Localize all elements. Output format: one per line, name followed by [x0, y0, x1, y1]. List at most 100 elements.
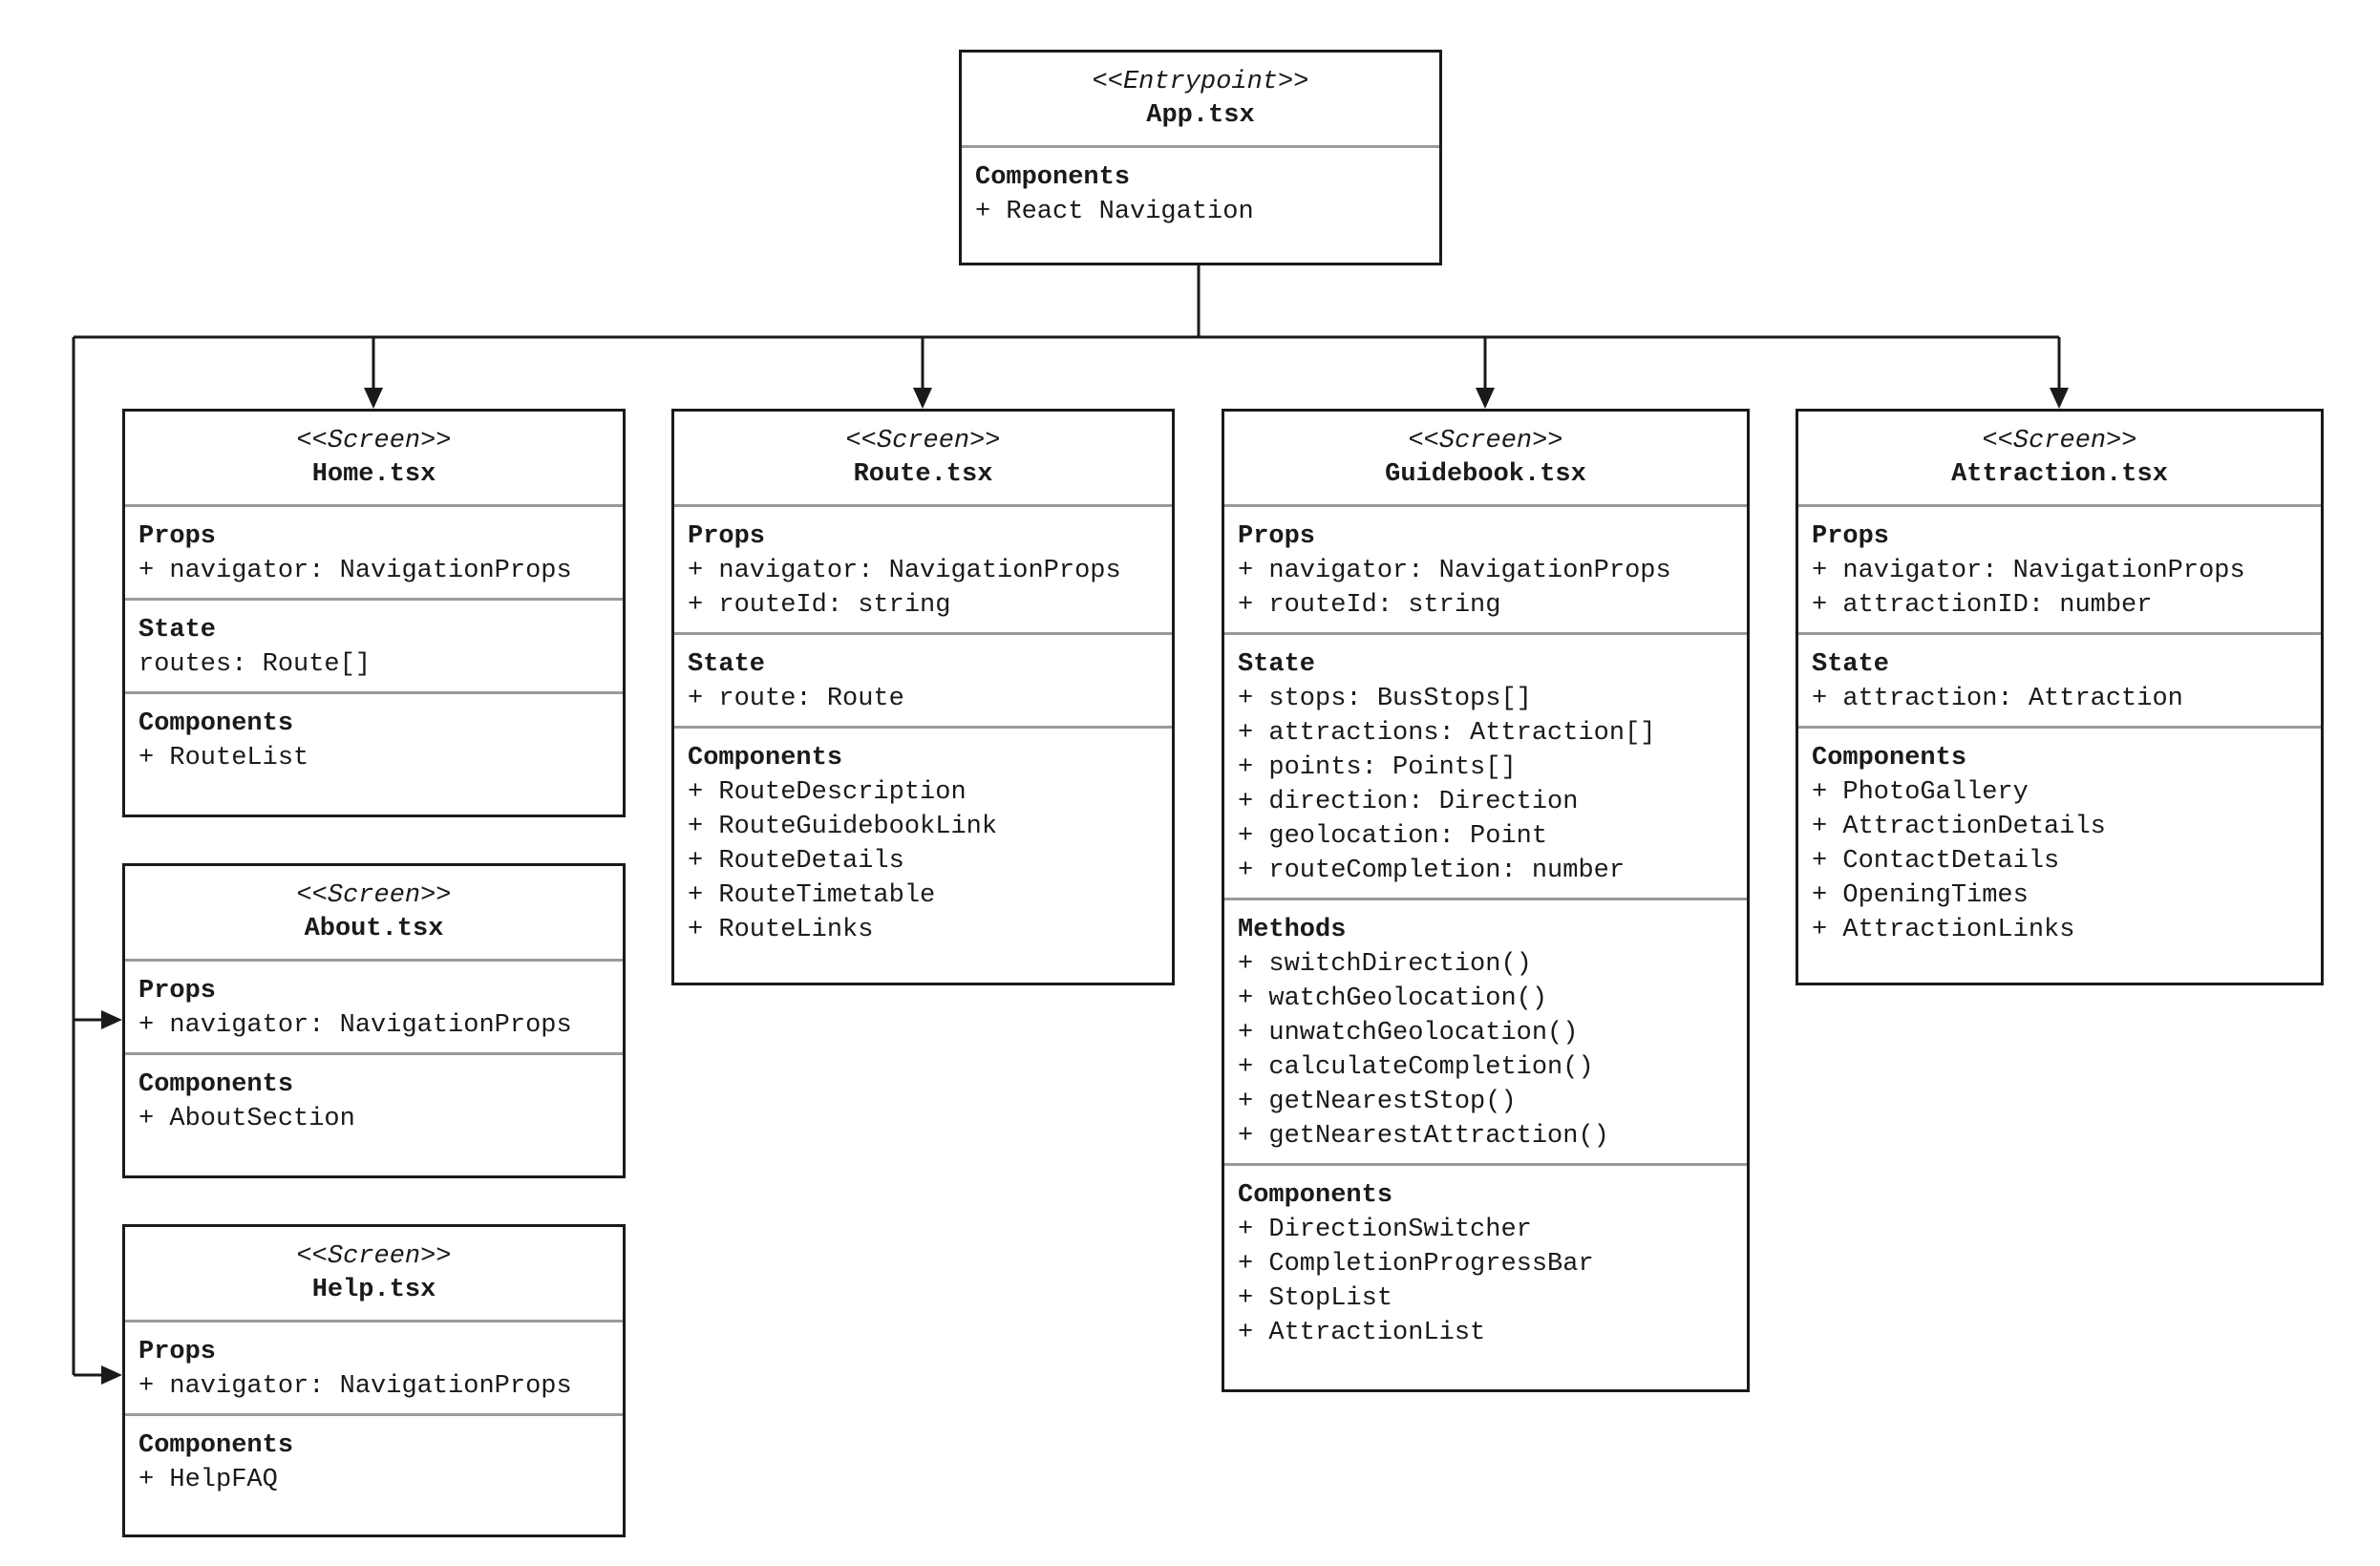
components-section: Components + HelpFAQ — [125, 1416, 623, 1507]
route-class-box: <<Screen>> Route.tsx Props+ navigator: N… — [671, 409, 1175, 985]
member-item: + OpeningTimes — [1812, 881, 2029, 910]
member-item: + direction: Direction — [1238, 788, 1579, 816]
section-title: Props — [1238, 522, 1316, 551]
member-item: + getNearestAttraction() — [1238, 1122, 1609, 1151]
arrowhead-attraction — [2050, 388, 2069, 409]
state-section: State+ attraction: Attraction — [1798, 635, 2321, 729]
member-item: + route: Route — [688, 685, 904, 713]
section-title: Components — [1238, 1181, 1393, 1210]
member-item: + StopList — [1238, 1284, 1393, 1313]
class-name: About.tsx — [304, 914, 444, 943]
class-header: <<Screen>> Attraction.tsx — [1798, 412, 2321, 507]
section-title: Props — [138, 522, 217, 551]
class-name: Help.tsx — [311, 1275, 436, 1304]
props-section: Props + navigator: NavigationProps + attra… — [1798, 507, 2321, 635]
member-item: + RouteDetails — [688, 847, 904, 876]
member-item: + navigator: NavigationProps — [138, 1011, 572, 1040]
stereotype-label: <<Screen>> — [1982, 426, 2137, 455]
props-section: Props + navigator: NavigationProps — [125, 507, 623, 601]
member-item: + React Navigation — [975, 198, 1254, 226]
state-section: State+ stops: BusStops[]+ attractions: A… — [1224, 635, 1747, 900]
member-item: routes: Route[] — [138, 650, 372, 679]
member-item: + CompletionProgressBar — [1238, 1250, 1594, 1279]
stereotype-label: <<Entrypoint>> — [1092, 67, 1309, 96]
components-section: Components + RouteList — [125, 694, 623, 785]
class-header: <<Entrypoint>> App.tsx — [962, 53, 1439, 148]
arrowhead-home — [364, 388, 383, 409]
guidebook-class-box: <<Screen>> Guidebook.tsx Props+ navigato… — [1222, 409, 1750, 1392]
methods-section: Methods + switchDirection() + watchGeoloca… — [1224, 900, 1747, 1166]
member-item: + calculateCompletion() — [1238, 1053, 1594, 1082]
class-name: Route.tsx — [853, 459, 993, 489]
class-header: <<Screen>> Guidebook.tsx — [1224, 412, 1747, 507]
section-title: Props — [688, 522, 766, 551]
stereotype-label: <<Screen>> — [1408, 426, 1563, 455]
stereotype-label: <<Screen>> — [845, 426, 1001, 455]
section-title: Components — [688, 744, 843, 772]
member-item: + watchGeolocation() — [1238, 984, 1548, 1013]
section-title: Components — [138, 1070, 294, 1099]
arrowhead-help — [101, 1365, 122, 1385]
section-title: Props — [1812, 522, 1890, 551]
components-section: Components + DirectionSwitcher + Completio… — [1224, 1166, 1747, 1360]
arrowhead-guidebook — [1476, 388, 1495, 409]
section-title: Components — [975, 163, 1131, 192]
section-title: Components — [1812, 744, 1967, 772]
stereotype-label: <<Screen>> — [296, 426, 452, 455]
member-item: + AboutSection — [138, 1105, 355, 1133]
props-section: Props + navigator: NavigationProps — [125, 1323, 623, 1416]
class-name: App.tsx — [1146, 100, 1255, 130]
section-title: Props — [138, 1338, 217, 1366]
member-item: + RouteTimetable — [688, 881, 936, 910]
member-item: + AttractionDetails — [1812, 813, 2106, 841]
section-title: State — [688, 650, 766, 679]
stereotype-label: <<Screen>> — [296, 880, 452, 910]
member-item: + attractionID: number — [1812, 591, 2153, 620]
class-header: <<Screen>> Route.tsx — [674, 412, 1172, 507]
arrowhead-about — [101, 1010, 122, 1029]
class-header: <<Screen>> Help.tsx — [125, 1227, 623, 1323]
member-item: + navigator: NavigationProps — [138, 557, 572, 585]
member-item: + attractions: Attraction[] — [1238, 719, 1656, 748]
state-section: State + route: Route — [674, 635, 1172, 729]
class-name: Home.tsx — [311, 459, 436, 489]
member-item: + switchDirection() — [1238, 950, 1532, 979]
member-item: + stops: BusStops[] — [1238, 685, 1532, 713]
member-item: + DirectionSwitcher — [1238, 1216, 1532, 1244]
help-class-box: <<Screen>> Help.tsx Props + navigator: Na… — [122, 1224, 626, 1537]
member-item: + RouteList — [138, 744, 309, 772]
member-item: + points: Points[] — [1238, 753, 1517, 782]
member-item: + navigator: NavigationProps — [138, 1372, 572, 1401]
components-section: Components + RouteDescription + RouteGuide… — [674, 729, 1172, 957]
member-item: + routeId: string — [1238, 591, 1501, 620]
section-title: Methods — [1238, 916, 1347, 944]
member-item: + routeId: string — [688, 591, 951, 620]
member-item: + PhotoGallery — [1812, 778, 2029, 807]
member-item: + routeCompletion: number — [1238, 857, 1626, 885]
components-section: Components + React Navigation — [962, 148, 1439, 239]
member-item: + attraction: Attraction — [1812, 685, 2183, 713]
stereotype-label: <<Screen>> — [296, 1241, 452, 1271]
attraction-class-box: <<Screen>> Attraction.tsx Props + navigat… — [1796, 409, 2324, 985]
components-section: Components + PhotoGallery + AttractionDeta… — [1798, 729, 2321, 957]
about-class-box: <<Screen>> About.tsx Props+ navigator: N… — [122, 863, 626, 1178]
member-item: + geolocation: Point — [1238, 822, 1548, 851]
section-title: Components — [138, 1431, 294, 1460]
member-item: + RouteGuidebookLink — [688, 813, 998, 841]
components-section: Components + AboutSection — [125, 1055, 623, 1146]
member-item: + RouteLinks — [688, 916, 874, 944]
member-item: + unwatchGeolocation() — [1238, 1019, 1579, 1048]
props-section: Props+ navigator: NavigationProps+ route… — [674, 507, 1172, 635]
member-item: + AttractionLinks — [1812, 916, 2075, 944]
member-item: + HelpFAQ — [138, 1466, 278, 1494]
section-title: Components — [138, 709, 294, 738]
member-item: + AttractionList — [1238, 1319, 1486, 1347]
member-item: + navigator: NavigationProps — [1812, 557, 2245, 585]
app-class-box: <<Entrypoint>> App.tsx Components + React… — [959, 50, 1442, 265]
props-section: Props+ navigator: NavigationProps+ route… — [1224, 507, 1747, 635]
member-item: + RouteDescription — [688, 778, 967, 807]
class-header: <<Screen>> About.tsx — [125, 866, 623, 962]
member-item: + ContactDetails — [1812, 847, 2060, 876]
